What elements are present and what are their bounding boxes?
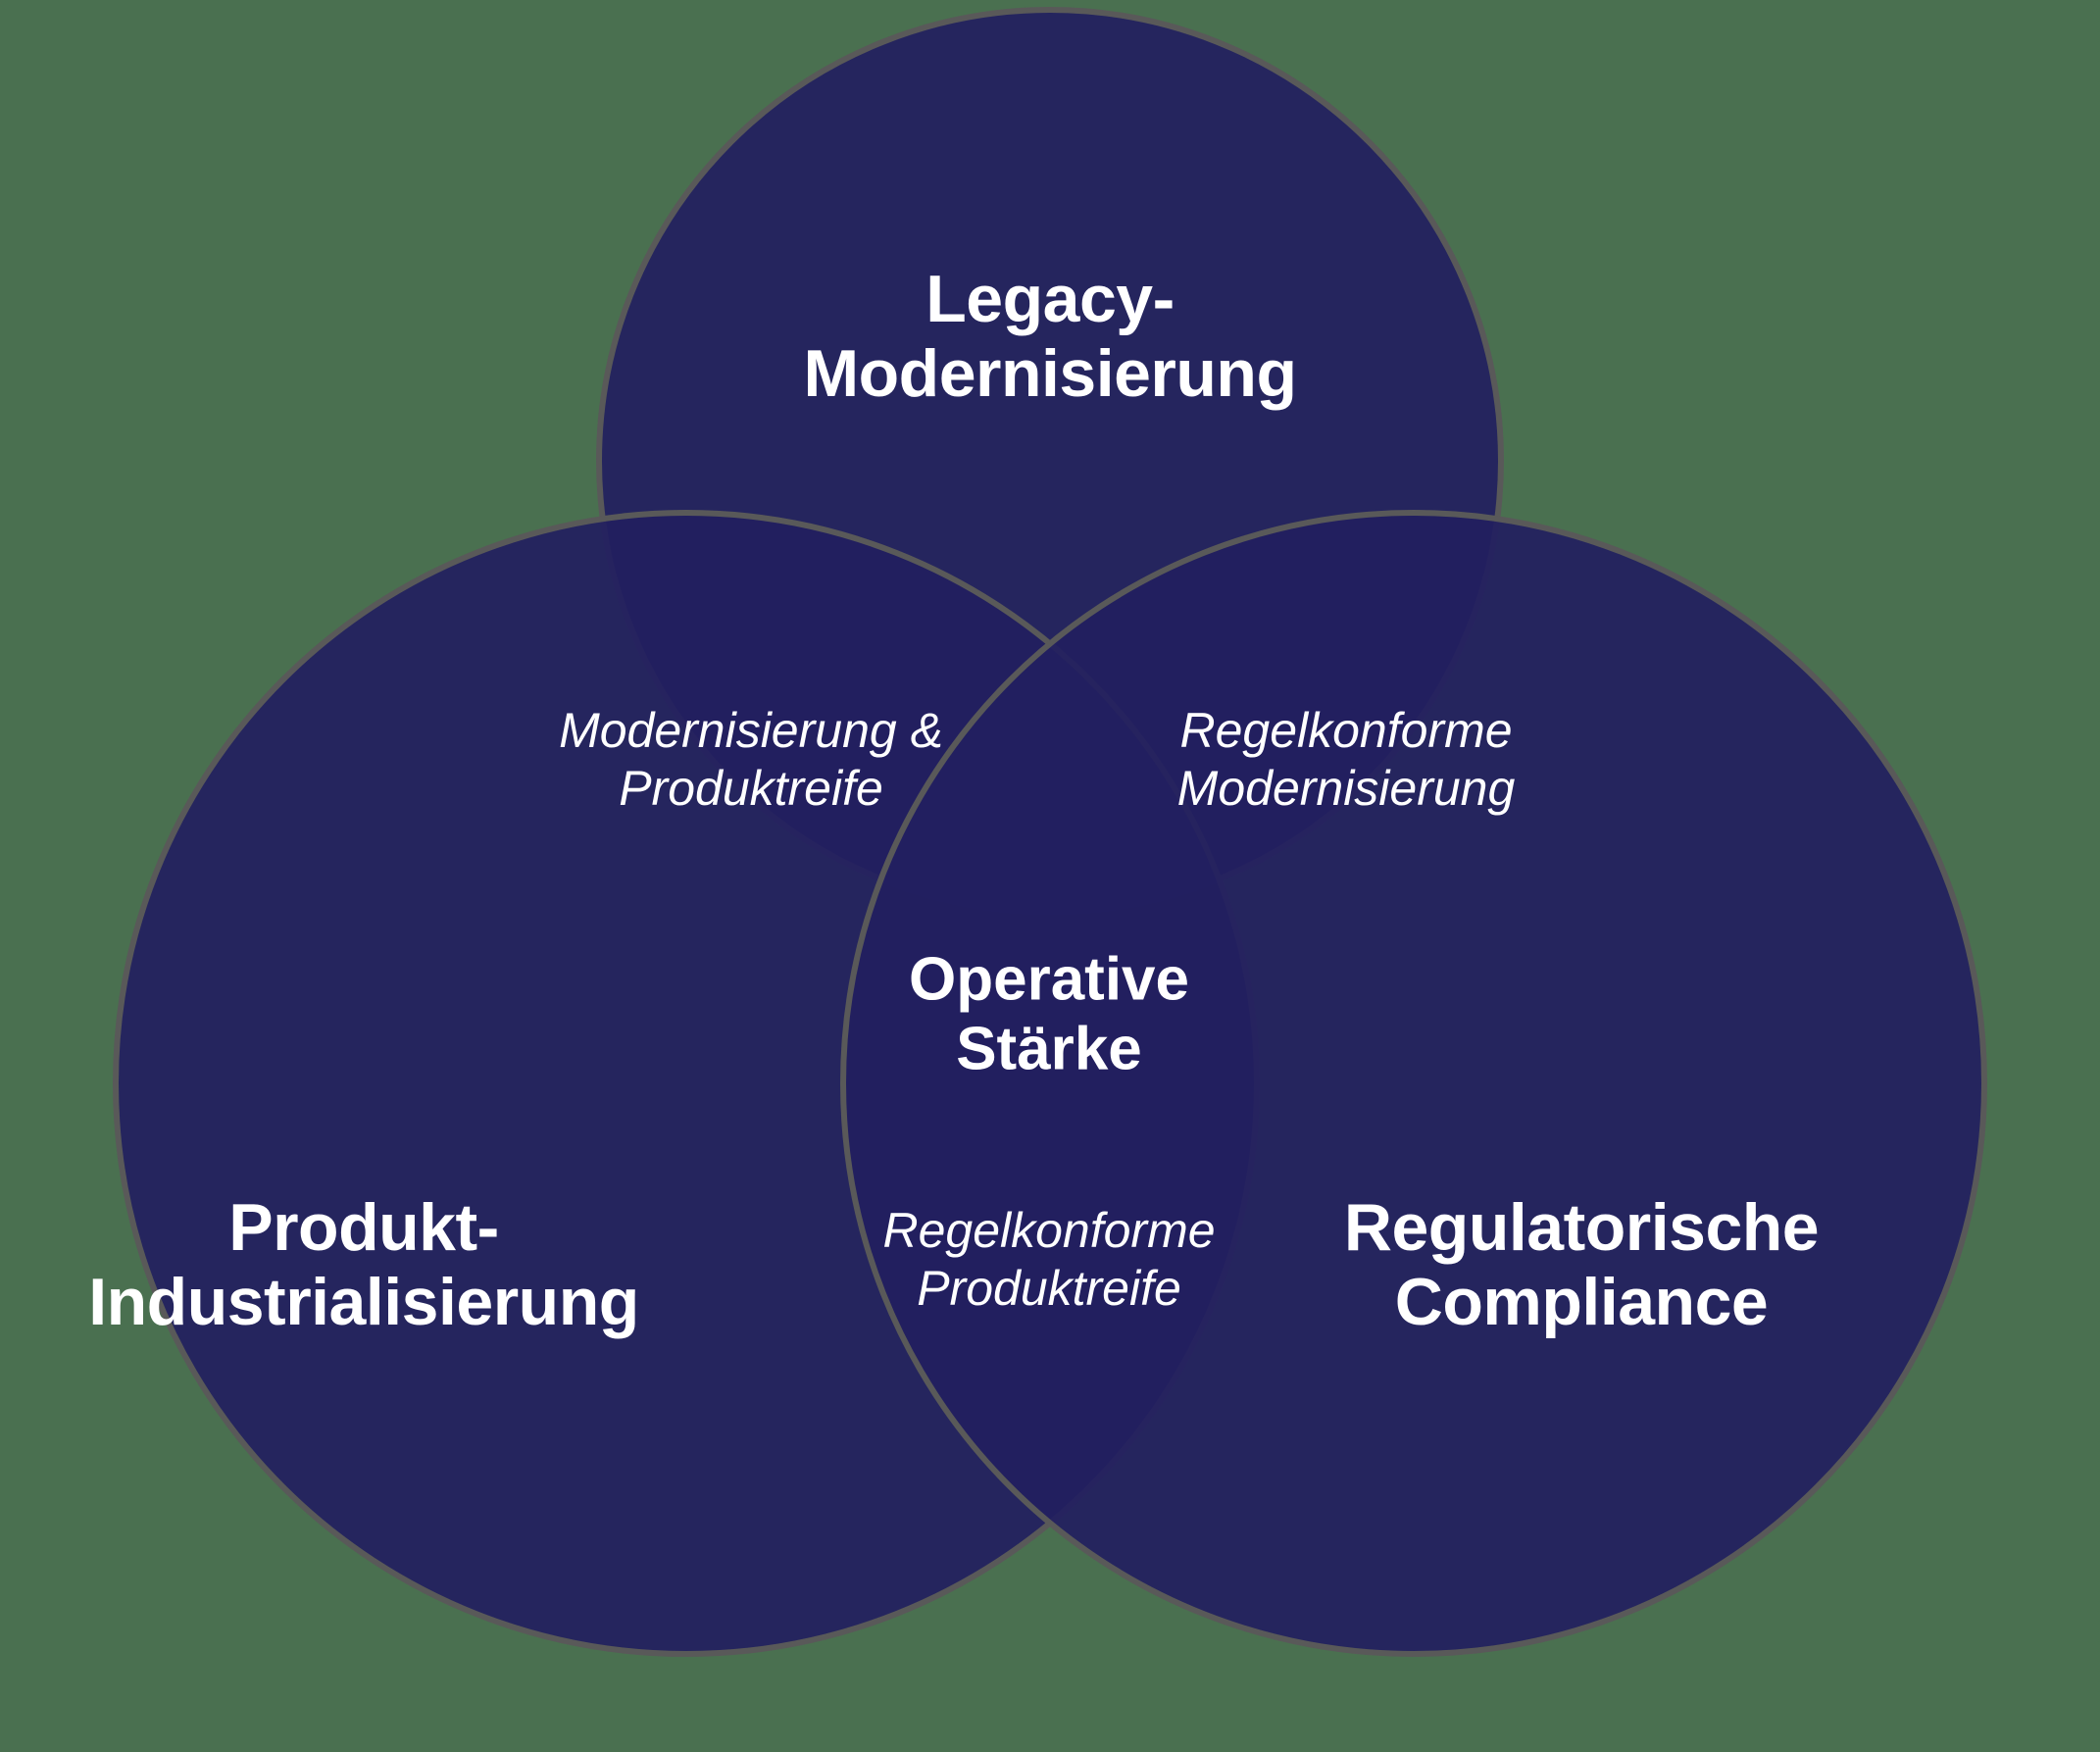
venn-circle-group (113, 7, 1987, 1657)
circle-regulatorische-compliance (840, 510, 1987, 1657)
